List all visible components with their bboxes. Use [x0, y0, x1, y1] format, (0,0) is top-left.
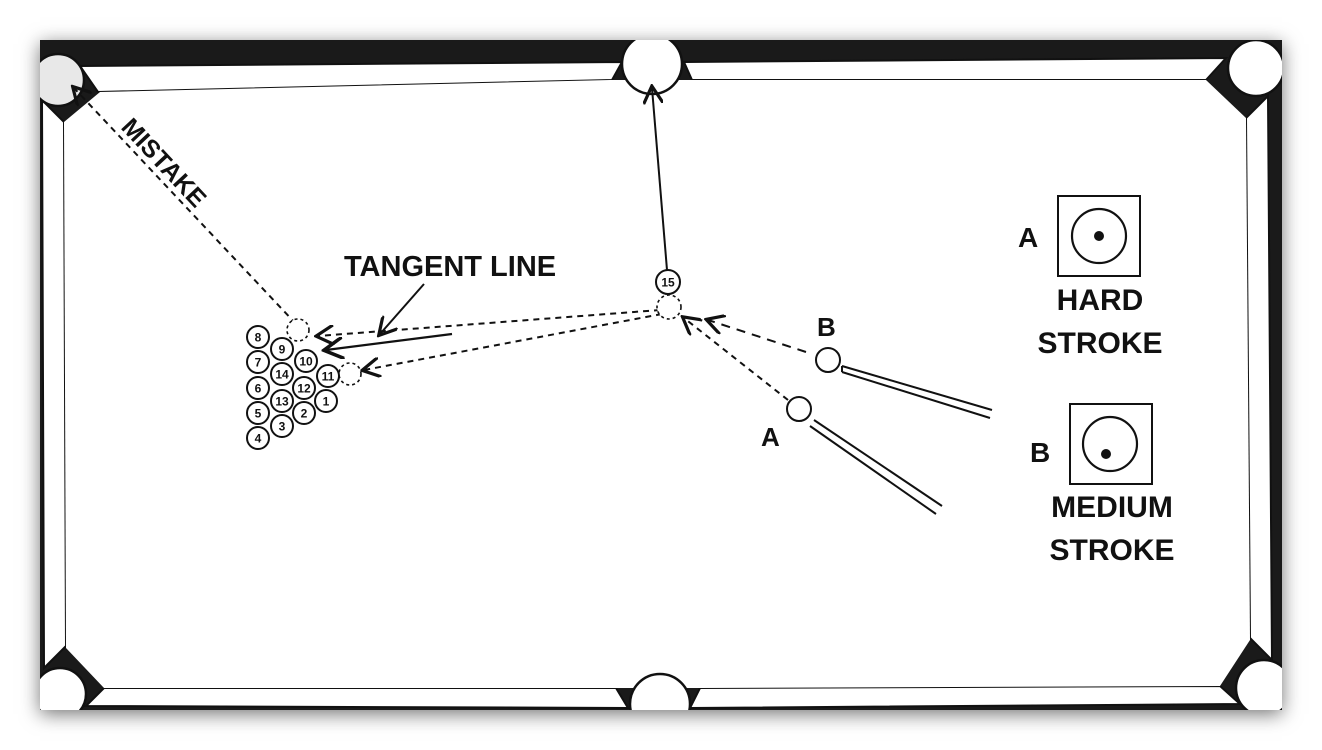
- rack-ball-5: 5: [246, 401, 270, 425]
- rack-ball-circle: [270, 337, 294, 361]
- legend-a-line1: HARD: [1057, 284, 1144, 317]
- pocket-bottom-left: [40, 666, 88, 710]
- legend-a-line2: STROKE: [1037, 327, 1162, 360]
- rack-ball-circle: [246, 401, 270, 425]
- fifteen-to-pocket-line: [652, 88, 668, 271]
- legend-b-line1: MEDIUM: [1051, 491, 1173, 524]
- legend-b-letter: B: [1030, 437, 1050, 468]
- object-ball-15: 15: [655, 269, 681, 295]
- rack-ball-number: 3: [279, 420, 286, 434]
- rack-ball-number: 13: [275, 395, 289, 409]
- rack-ball-number: 11: [322, 370, 335, 384]
- cue-ball-b-label: B: [817, 312, 836, 342]
- tangent-label-pointer: [380, 283, 425, 334]
- rack-ball-8: 8: [246, 325, 270, 349]
- rack-ball-number: 12: [297, 382, 311, 396]
- rack-ball-circle: [314, 389, 338, 413]
- legend-b-tip-dot: [1101, 449, 1111, 459]
- cue-ball-b-path: [708, 320, 807, 353]
- rack-ball-circle: [292, 401, 316, 425]
- cushion-bottom-right: [688, 684, 1243, 710]
- rack-ball-circle: [270, 362, 294, 386]
- ball-15: [655, 269, 681, 295]
- rack-ball-number: 14: [275, 368, 289, 382]
- rack-ball-circle: [270, 389, 294, 413]
- table-cloth: [64, 80, 1250, 688]
- cue-ball-a-label: A: [761, 422, 780, 452]
- cushion-top-right: [682, 56, 1229, 81]
- cushion-left: [40, 97, 68, 671]
- pocket-top-middle: [620, 40, 684, 96]
- cue-stick-b: [841, 365, 993, 419]
- ghost-ball-lower: [338, 362, 362, 386]
- ghost-ball-contact: [656, 294, 682, 320]
- rack-ball-circle: [246, 376, 270, 400]
- rack-ball-3: 3: [270, 414, 294, 438]
- rack-ball-1: 1: [314, 389, 338, 413]
- rack-ball-10: 10: [294, 349, 318, 373]
- legend-medium-stroke: B MEDIUM STROKE: [1030, 403, 1175, 567]
- legend-a-letter: A: [1018, 222, 1038, 253]
- rack-ball-number: 10: [299, 355, 313, 369]
- cushion-bottom-left: [83, 687, 630, 710]
- rack-ball-13: 13: [270, 389, 294, 413]
- rack-ball-circle: [270, 414, 294, 438]
- tangent-line-label: TANGENT LINE: [344, 251, 556, 283]
- rack-ball-14: 14: [270, 362, 294, 386]
- racked-balls: 8 9 10 7 14 11 6 12 13 1 5 2 4 3: [246, 325, 340, 450]
- cushion-right: [1244, 93, 1274, 663]
- cue-ball-a: [786, 396, 812, 422]
- rack-ball-9: 9: [270, 337, 294, 361]
- legend-hard-stroke: A HARD STROKE: [1018, 195, 1163, 360]
- rack-ball-number: 7: [255, 356, 262, 370]
- ghost-ball-mistake: [286, 318, 310, 342]
- rack-ball-number: 9: [279, 343, 286, 357]
- legend-b-cue-ball: [1081, 415, 1139, 473]
- legend-a-tip-dot: [1094, 231, 1104, 241]
- rack-ball-circle: [316, 364, 340, 388]
- rack-ball-number: 5: [255, 407, 262, 421]
- rack-ball-circle: [246, 350, 270, 374]
- tangent-line-solid: [326, 332, 453, 350]
- rack-ball-number: 6: [255, 382, 262, 396]
- cushions: [40, 56, 1274, 710]
- rack-ball-circle: [292, 376, 316, 400]
- rack-ball-2: 2: [292, 401, 316, 425]
- rack-ball-number: 8: [255, 331, 262, 345]
- pocket-top-left: [40, 52, 86, 108]
- rack-ball-11: 11: [316, 364, 340, 388]
- pocket-bottom-right: [1234, 658, 1282, 710]
- rack-ball-circle: [294, 349, 318, 373]
- rack-ball-4: 4: [246, 426, 270, 450]
- rack-ball-number: 4: [255, 432, 262, 446]
- legend-b-line2: STROKE: [1049, 534, 1174, 567]
- rack-ball-7: 7: [246, 350, 270, 374]
- cue-stick-a: [809, 419, 943, 515]
- rack-ball-circle: [246, 426, 270, 450]
- ball-15-number: 15: [661, 276, 675, 290]
- rack-ball-12: 12: [292, 376, 316, 400]
- cue-ball-a-path: [684, 318, 789, 401]
- rack-ball-number: 1: [323, 395, 330, 409]
- pocket-top-right: [1226, 40, 1282, 98]
- rack-ball-circle: [246, 325, 270, 349]
- tangent-path-upper: [318, 309, 661, 336]
- pocket-bottom-middle: [628, 672, 692, 710]
- cue-ball-b: [815, 347, 841, 373]
- rack-ball-6: 6: [246, 376, 270, 400]
- rack-ball-number: 2: [301, 407, 308, 421]
